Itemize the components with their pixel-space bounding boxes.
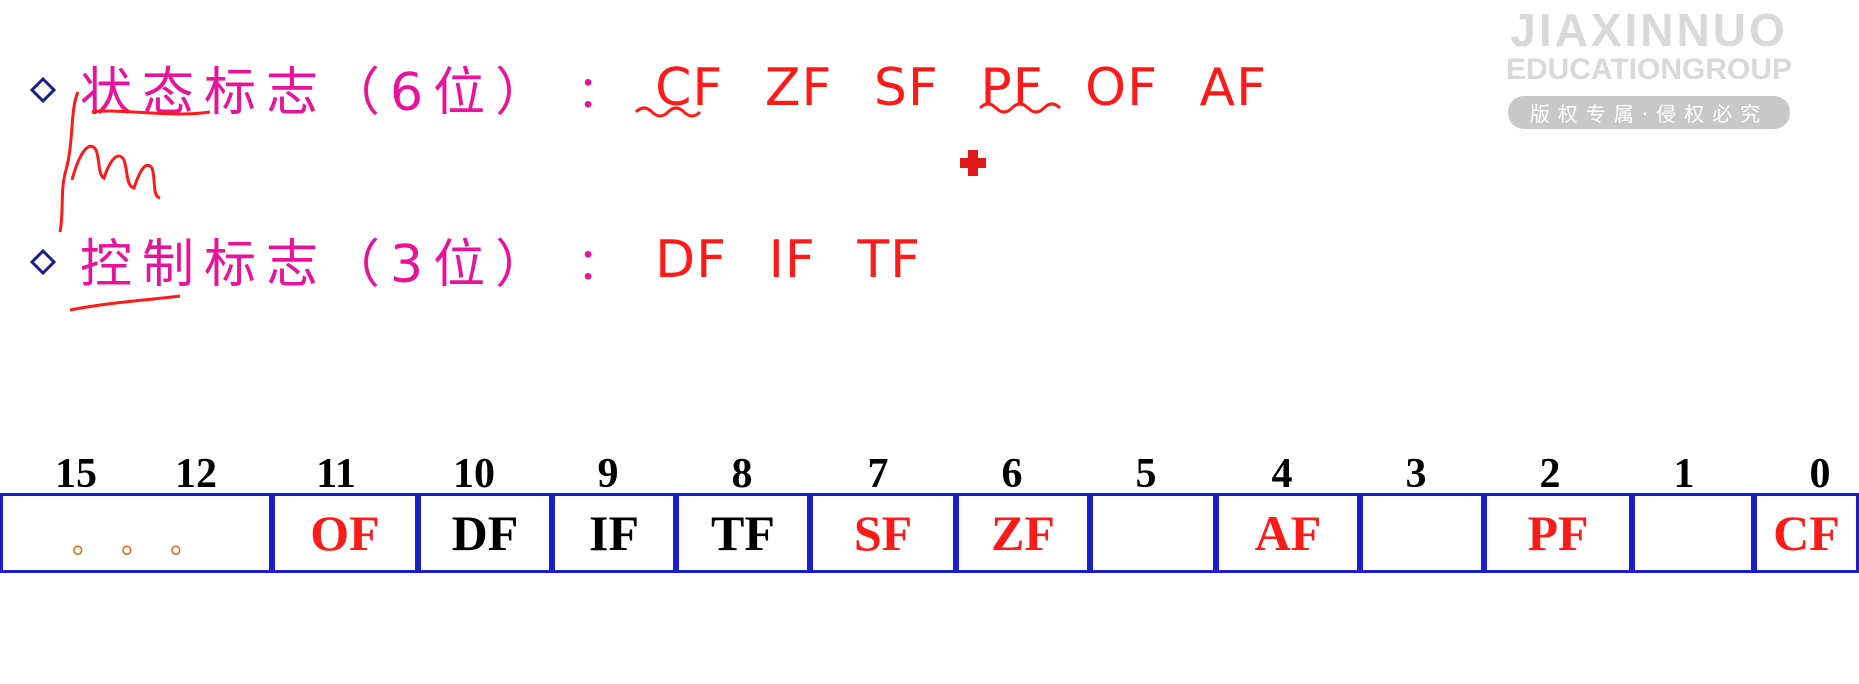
register-cell-if: IF [552, 493, 676, 573]
diamond-bullet-icon [29, 76, 57, 103]
flag-register: 。。。 OF DF IF TF SF ZF AF PF CF [0, 493, 1859, 579]
bit-number: 6 [1001, 451, 1023, 497]
control-flags-label: 控制标志（3位） [80, 235, 558, 295]
diamond-bullet-icon [29, 248, 57, 275]
status-flags-colon: ： [577, 66, 622, 118]
bit-number: 3 [1405, 451, 1427, 497]
register-cell-of: OF [272, 493, 418, 573]
scribble-stroke [70, 144, 161, 200]
register-cell-bit1 [1632, 493, 1754, 573]
register-cell-af: AF [1216, 493, 1360, 573]
register-cell-pf: PF [1484, 493, 1632, 573]
register-cell-bit3 [1360, 493, 1484, 573]
status-flags-line: 状态标志（6位） ： CF ZF SF PF OF AF [29, 50, 1267, 125]
bit-number: 7 [867, 451, 889, 497]
watermark-subtitle: EDUCATIONGROUP [1505, 53, 1793, 86]
watermark-brand: JIAXINNUO [1510, 4, 1788, 56]
bit-number: 10 [453, 451, 495, 497]
control-flags-line: 控制标志（3位） ： DF IF TF [29, 222, 922, 297]
bit-number: 15 [55, 451, 97, 497]
register-cell-df: DF [418, 493, 552, 573]
bit-number: 1 [1673, 451, 1695, 497]
bit-number-row: 15 12 11 10 9 8 7 6 5 4 3 2 1 0 [0, 450, 1859, 497]
watermark-copyright-pill: 版权专属·侵权必究 [1507, 96, 1791, 129]
cursor-cross-icon [958, 148, 988, 178]
status-flags-list: CF ZF SF PF OF AF [655, 57, 1267, 118]
register-cell-sf: SF [810, 493, 956, 573]
register-cell-zf: ZF [956, 493, 1090, 573]
bit-number: 2 [1539, 451, 1561, 497]
bit-number: 8 [731, 451, 753, 497]
register-cell-cf: CF [1754, 493, 1859, 573]
watermark: JIAXINNUO EDUCATIONGROUP 版权专属·侵权必究 [1479, 6, 1819, 129]
underline-stroke-control [69, 294, 181, 312]
bit-number: 12 [175, 451, 217, 497]
status-flags-label: 状态标志（6位） [80, 63, 558, 123]
reserved-dots: 。。。 [72, 526, 234, 561]
control-flags-colon: ： [577, 238, 622, 290]
bit-number: 11 [316, 451, 356, 497]
register-cell-tf: TF [676, 493, 810, 573]
control-flags-list: DF IF TF [655, 229, 922, 290]
register-cell-reserved: 。。。 [0, 493, 272, 573]
bit-number: 5 [1135, 451, 1157, 497]
bit-number: 0 [1809, 451, 1831, 497]
register-cell-bit5 [1090, 493, 1216, 573]
bit-number: 9 [597, 451, 619, 497]
bit-number: 4 [1271, 451, 1293, 497]
